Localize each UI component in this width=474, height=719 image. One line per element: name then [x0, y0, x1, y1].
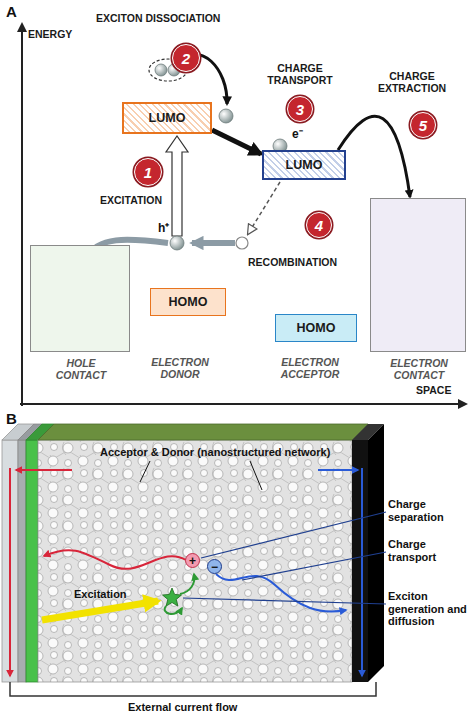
- contact-label: HOLE CONTACT: [48, 357, 114, 381]
- leader-line: [183, 598, 386, 604]
- excitation-arrow: [166, 136, 188, 236]
- callout-number: 4: [306, 212, 332, 238]
- glass-layer: [2, 440, 18, 682]
- leader-line: [201, 512, 386, 558]
- node-label: 2: [182, 51, 190, 66]
- text-label: h⁺: [158, 222, 169, 236]
- energy-axis: [21, 24, 23, 406]
- text-label: SPACE: [416, 384, 451, 396]
- active-layer: [38, 440, 352, 682]
- space-axis: [20, 403, 466, 405]
- recombination-site: [236, 237, 248, 249]
- text-label: CHARGE TRANSPORT: [262, 62, 338, 86]
- charge-carrier: +: [185, 553, 200, 568]
- text-label: CHARGE EXTRACTION: [370, 70, 454, 94]
- current-arrow: [318, 469, 358, 471]
- recombination-arrow: [248, 182, 280, 234]
- node-label: LUMO: [149, 112, 186, 125]
- current-arrow: [9, 468, 11, 676]
- hole-path: [44, 550, 186, 569]
- contact-label: ELECTRON CONTACT: [379, 357, 459, 381]
- energy-level: LUMO: [122, 102, 212, 134]
- exciton-star: [163, 588, 182, 606]
- node-label: HOMO: [169, 296, 208, 309]
- light-arrow: [42, 601, 158, 620]
- transfer-arrow: [338, 116, 410, 197]
- text-label: B: [6, 410, 17, 427]
- node-label: −: [211, 561, 218, 573]
- text-label: EXCITATION: [100, 194, 162, 206]
- electron-path: [216, 574, 346, 612]
- text-label: ENERGY: [28, 28, 72, 40]
- leader-line: [242, 552, 386, 580]
- node-label: 4: [315, 218, 323, 233]
- cathode-layer: [352, 440, 368, 682]
- node-label: 1: [144, 165, 152, 180]
- text-label: RECOMBINATION: [248, 256, 337, 268]
- charge-carrier: −: [207, 559, 222, 574]
- leader-line: [140, 461, 150, 482]
- text-label: A: [6, 3, 17, 20]
- buffer-layer: [26, 440, 38, 682]
- node-label: LUMO: [286, 159, 323, 172]
- current-arrow: [361, 468, 363, 676]
- node-label: +: [189, 555, 196, 567]
- diffusion-arrow: [180, 574, 194, 594]
- energy-level: LUMO: [262, 150, 346, 180]
- callout-number: 2: [172, 44, 200, 72]
- anode-layer: [18, 440, 26, 682]
- energy-level: HOMO: [150, 288, 226, 316]
- text-label: Charge separation: [388, 498, 472, 523]
- external-circuit: [10, 682, 376, 696]
- text-label: ELECTRON ACCEPTOR: [262, 356, 358, 380]
- text-label: External current flow: [128, 701, 237, 714]
- callout-number: 1: [134, 158, 162, 186]
- text-label: Acceptor & Donor (nanostructured network…: [100, 446, 330, 459]
- transfer-arrow: [212, 130, 261, 154]
- current-arrow: [16, 469, 72, 471]
- callout-number: 3: [287, 96, 313, 122]
- text-label: EXCITON DISSOCIATION: [96, 12, 220, 24]
- active-layer-top: [38, 424, 368, 440]
- contact-electrode: ELECTRON CONTACT: [370, 198, 466, 352]
- diffusion-arrow: [165, 606, 182, 614]
- text-label: Charge transport: [388, 538, 472, 563]
- leader-line: [250, 461, 262, 490]
- energy-level: HOMO: [275, 314, 357, 342]
- node-label: 5: [419, 118, 427, 133]
- text-label: ELECTRON DONOR: [140, 356, 220, 380]
- node-label: HOMO: [297, 322, 336, 335]
- text-label: e⁻: [292, 128, 303, 142]
- text-label: Exciton generation and diffusion: [388, 590, 474, 628]
- node-label: 3: [296, 102, 304, 117]
- callout-number: 5: [410, 112, 436, 138]
- hole-arrow: [192, 240, 235, 246]
- text-label: Excitation: [74, 588, 127, 601]
- contact-electrode: HOLE CONTACT: [30, 245, 130, 352]
- exciton-particle: [155, 64, 167, 76]
- electron-particle: [219, 109, 233, 123]
- hole-particle: [170, 236, 184, 250]
